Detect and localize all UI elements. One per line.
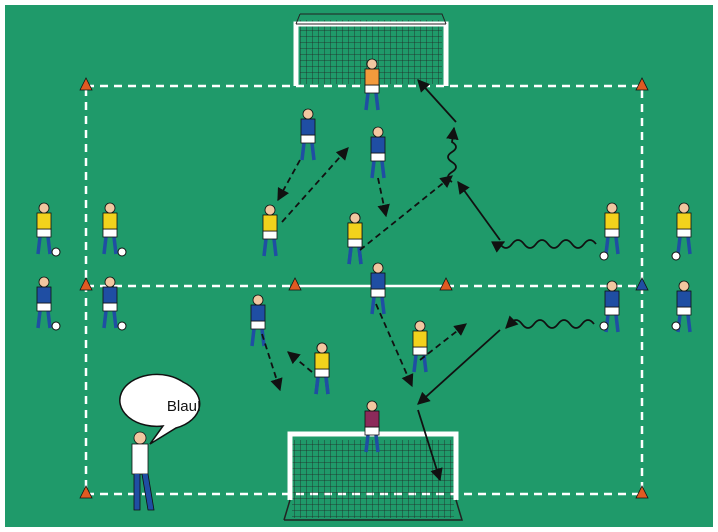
ball-icon <box>600 252 608 260</box>
ball-icon <box>52 248 60 256</box>
ball-icon <box>672 252 680 260</box>
coach-speech: Blau! <box>167 398 201 415</box>
ball-icon <box>118 322 126 330</box>
ball-icon <box>600 322 608 330</box>
ball-icon <box>52 322 60 330</box>
ball-icon <box>118 248 126 256</box>
ball-icon <box>672 322 680 330</box>
goal-bottom-icon <box>284 434 462 520</box>
